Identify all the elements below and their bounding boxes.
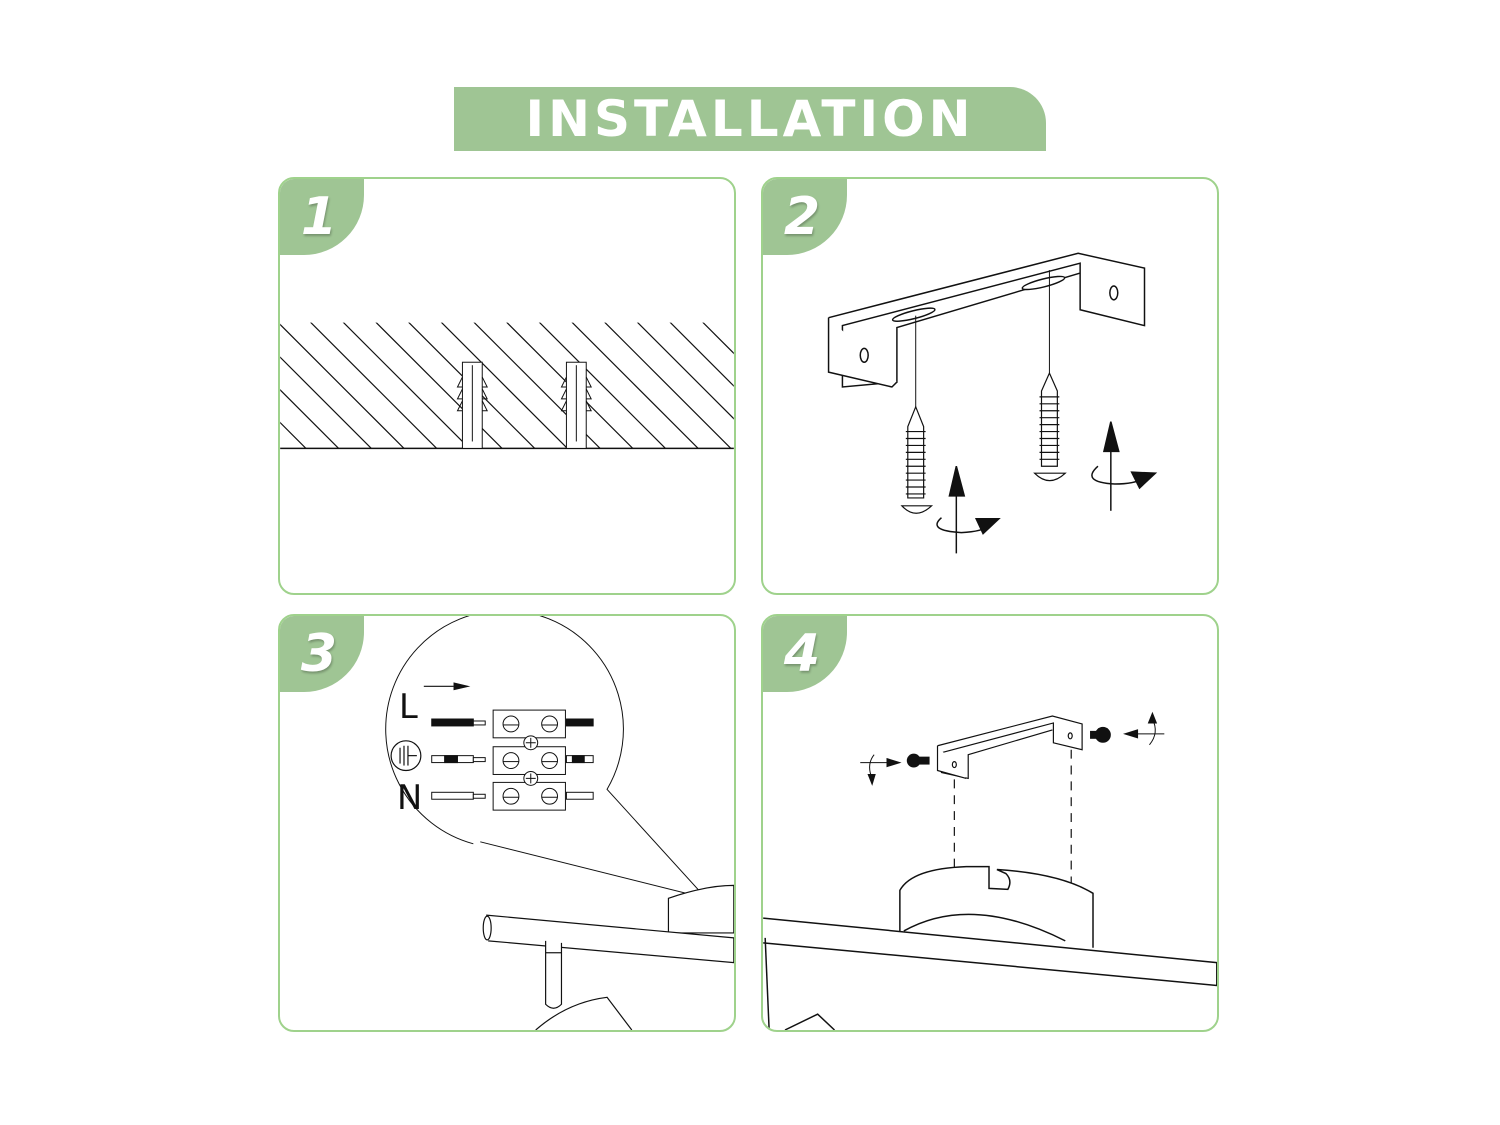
anchor-icon — [456, 361, 488, 449]
step-number: 2 — [783, 187, 821, 247]
wire-icon — [431, 718, 594, 800]
bracket-attach-illustration — [763, 711, 1217, 1030]
live-label: L — [399, 687, 418, 726]
wiring-illustration: L N — [385, 616, 734, 1030]
fixture-icon — [482, 884, 734, 1030]
step-2-panel: 2 — [761, 177, 1219, 595]
screw-icon — [1090, 726, 1111, 743]
page-title: INSTALLATION — [525, 90, 975, 148]
step-1-badge: 1 — [280, 179, 364, 255]
terminal-block-icon — [492, 709, 566, 811]
screw-icon — [900, 405, 934, 514]
rotate-arrow-icon — [860, 754, 902, 786]
step-number: 3 — [300, 624, 338, 684]
installation-banner: INSTALLATION — [454, 87, 1046, 151]
step-1-panel: 1 — [278, 177, 736, 595]
wall-anchor-illustration — [280, 322, 734, 450]
fixture-base-icon — [763, 865, 1217, 1030]
step-4-panel: 4 — [761, 614, 1219, 1032]
arrow-right-icon — [423, 682, 471, 691]
step-number: 4 — [783, 624, 821, 684]
rotate-up-arrow-icon — [936, 466, 1001, 554]
earth-symbol-icon — [390, 740, 422, 772]
rotate-up-arrow-icon — [1091, 421, 1158, 511]
rotate-arrow-icon — [1123, 711, 1165, 746]
bracket-illustration — [827, 252, 1158, 554]
step-3-panel: 3 L N — [278, 614, 736, 1032]
bracket-icon — [827, 252, 1146, 388]
anchor-icon — [560, 361, 592, 449]
step-number: 1 — [300, 187, 338, 247]
bracket-icon — [936, 715, 1083, 780]
screw-icon — [906, 753, 930, 768]
neutral-label: N — [397, 778, 422, 817]
screw-icon — [1033, 371, 1067, 482]
